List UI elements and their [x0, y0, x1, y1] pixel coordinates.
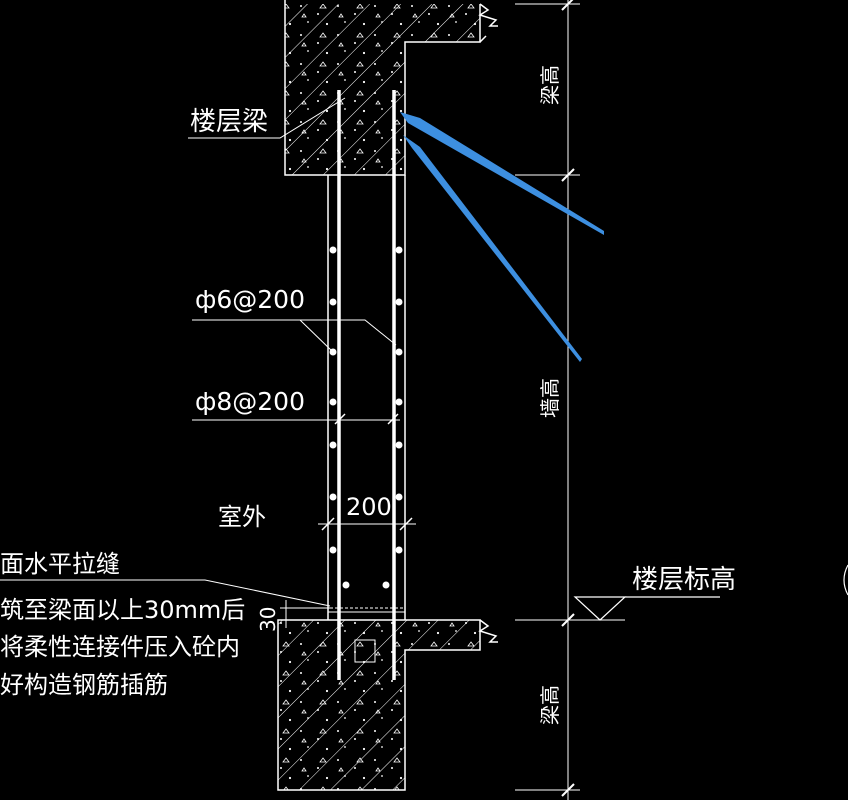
- rebar-lower-label: ф8@200: [195, 387, 305, 416]
- note-line-1: 面水平拉缝: [0, 550, 120, 578]
- rebar-upper-label-group: ф6@200: [192, 285, 397, 353]
- note-line-3: 将柔性连接件压入砼内: [0, 633, 240, 661]
- height-dimension-chain: 梁高 墙高 梁高: [515, 0, 625, 800]
- note-line-2: 筑至梁面以上30mm后: [0, 596, 245, 624]
- pointer-arrows: [400, 112, 604, 362]
- floor-beam-label: 楼层梁: [190, 107, 268, 137]
- top-floor-beam: [284, 0, 498, 176]
- arrow-lower: [403, 135, 582, 362]
- floor-level-mark: 楼层标高: [573, 565, 736, 621]
- wall-height-label: 墙高: [538, 378, 562, 418]
- rebar-upper-label: ф6@200: [195, 285, 305, 314]
- dimension-30: 30: [256, 600, 330, 632]
- exterior-label: 室外: [218, 503, 266, 531]
- floor-beam-label-group: 楼层梁: [188, 97, 346, 139]
- dimension-200-label: 200: [346, 493, 392, 521]
- vertical-rebars: [337, 90, 396, 680]
- beam-height-bottom-label: 梁高: [538, 685, 562, 725]
- rebar-dots: [329, 246, 403, 589]
- beam-height-top-label: 梁高: [538, 65, 562, 105]
- bottom-floor-beam: [277, 619, 498, 791]
- rebar-lower-label-group: ф8@200: [192, 387, 400, 421]
- wall-section: [327, 175, 406, 620]
- construction-notes: 面水平拉缝 筑至梁面以上30mm后 将柔性连接件压入砼内 好构造钢筋插筋: [0, 550, 331, 699]
- note-line-4: 好构造钢筋插筋: [0, 671, 168, 699]
- dimension-200: 200: [318, 493, 416, 525]
- dimension-30-label: 30: [256, 607, 280, 632]
- arrow-upper: [400, 112, 604, 235]
- floor-level-label: 楼层标高: [632, 565, 736, 595]
- edge-arc: [843, 564, 848, 596]
